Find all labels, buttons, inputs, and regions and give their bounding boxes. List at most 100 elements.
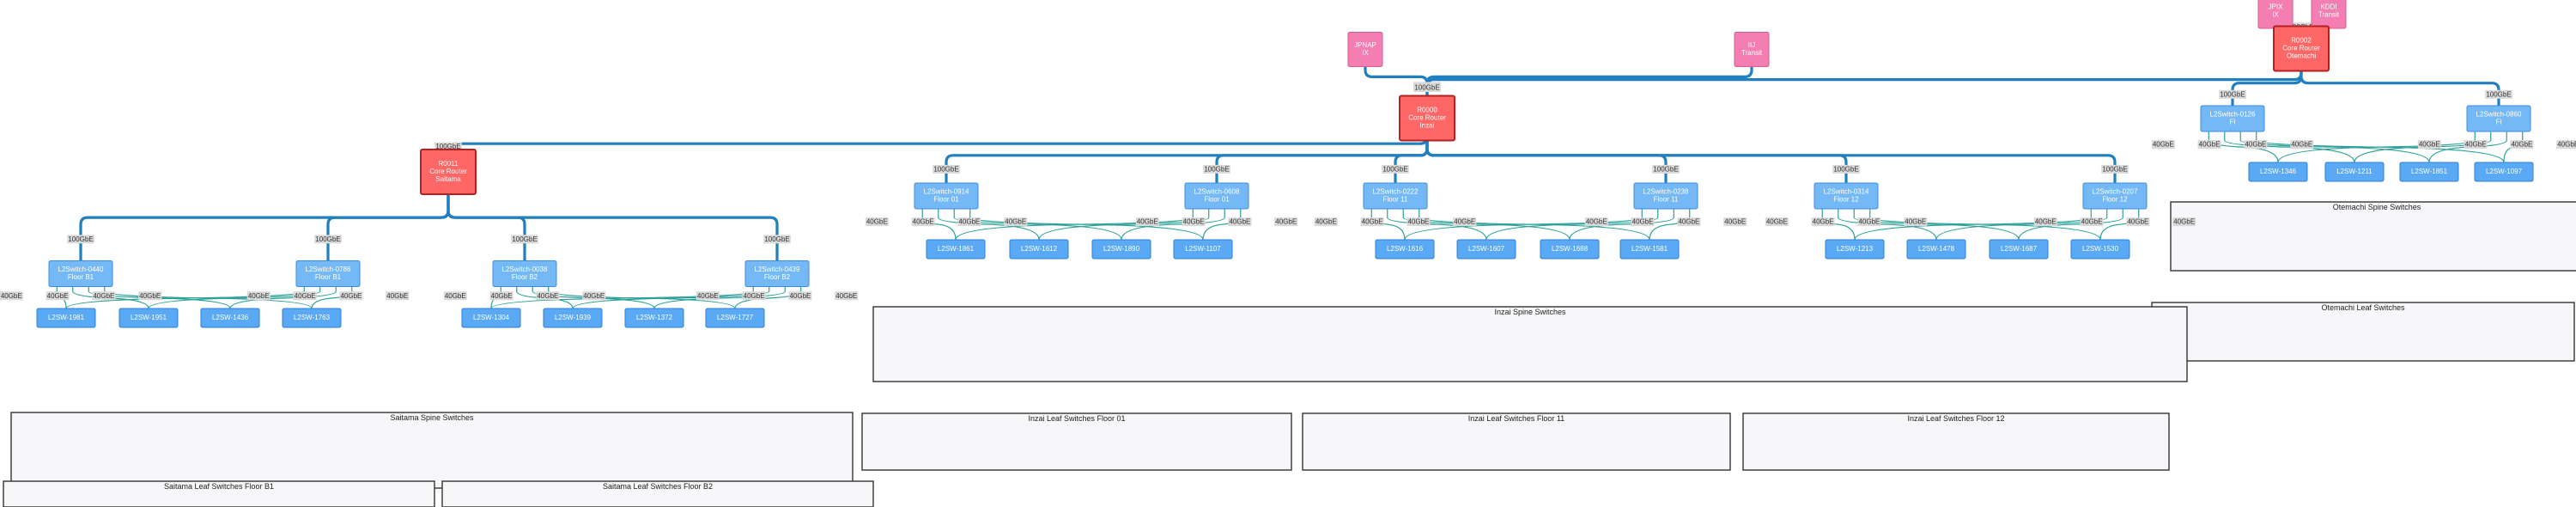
link-speed-label: 40GbE [1005, 218, 1026, 226]
link-r0000-in_s3 [1394, 140, 1429, 183]
node-label: Inzai [1420, 122, 1435, 130]
node-sa-l6[interactable]: L2SW-1939 [543, 308, 603, 328]
link-speed-label: 100GbE [315, 235, 340, 243]
node-label: L2SW-1688 [1552, 245, 1589, 253]
link-label-sa_s2-sa_l1: 40GbE [246, 291, 270, 301]
node-label: L2Switch-0786 [306, 266, 351, 273]
link-in_s4-in_l7 [1569, 209, 1674, 241]
node-label: Fl [2230, 119, 2236, 126]
link-r0000-in_s6 [1425, 140, 2117, 183]
group-inzai-spine: Inzai Spine Switches [872, 306, 2188, 382]
link-speed-label: 40GbE [2419, 141, 2440, 149]
node-in-l9[interactable]: L2SW-1213 [1825, 239, 1885, 260]
node-in-l12[interactable]: L2SW-1530 [2070, 239, 2130, 260]
link-label-sa_s3-sa_l8: 40GbE [582, 291, 606, 301]
node-label: Floor 11 [1383, 196, 1408, 204]
link-speed-label: 100GbE [2102, 166, 2127, 174]
link-speed-label: 40GbE [1766, 218, 1788, 226]
node-in-l6[interactable]: L2SW-1607 [1456, 239, 1516, 260]
node-sa-l8[interactable]: L2SW-1727 [705, 308, 765, 328]
group-inzai-leaf-12: Inzai Leaf Switches Floor 12 [1742, 412, 2170, 471]
node-sa-l1[interactable]: L2SW-1981 [36, 308, 96, 328]
node-in-l2[interactable]: L2SW-1612 [1009, 239, 1069, 260]
link-label-in_s2-in_l2: 40GbE [1182, 217, 1206, 227]
link-label-in_s5-in_l11: 40GbE [1857, 217, 1881, 227]
link-speed-label: 40GbE [2511, 141, 2532, 149]
link-speed-label: 40GbE [47, 292, 69, 300]
link-label-sa_s3-sa_l7: 40GbE [536, 291, 560, 301]
node-sa-l7[interactable]: L2SW-1372 [624, 308, 684, 328]
link-label-oi_s1-oi_l2: 40GbE [2197, 140, 2221, 150]
node-label: Floor B2 [512, 273, 538, 281]
node-in-l4[interactable]: L2SW-1107 [1173, 239, 1233, 260]
node-in-l5[interactable]: L2SW-1616 [1375, 239, 1435, 260]
node-label: L2Switch-0608 [1194, 188, 1240, 196]
node-in-l8[interactable]: L2SW-1581 [1619, 239, 1680, 260]
link-iij-r0000 [1425, 66, 1753, 96]
link-speed-label: 40GbE [386, 292, 408, 300]
node-in-l7[interactable]: L2SW-1688 [1540, 239, 1600, 260]
link-label-in_s4-in_l5: 40GbE [1584, 217, 1608, 227]
link-label-sa_s4-sa_l6: 40GbE [742, 291, 766, 301]
node-label: Core Router [429, 168, 467, 175]
node-sa-l4[interactable]: L2SW-1763 [282, 308, 342, 328]
node-oi-l3[interactable]: L2SW-1851 [2399, 162, 2459, 182]
link-speed-label: 40GbE [1137, 218, 1158, 226]
node-sa-l3[interactable]: L2SW-1436 [200, 308, 260, 328]
node-in-l3[interactable]: L2SW-1890 [1091, 239, 1151, 260]
node-label: Core Router [2282, 45, 2320, 52]
link-label-oi_s2-oi_l2: 40GbE [2464, 140, 2488, 150]
node-label: Saitama [435, 175, 461, 183]
node-label: L2SW-1616 [1387, 245, 1424, 253]
node-label: L2SW-1612 [1021, 245, 1058, 253]
node-in-l10[interactable]: L2SW-1478 [1906, 239, 1966, 260]
link-speed-label: 40GbE [1632, 218, 1654, 226]
node-oi-l2[interactable]: L2SW-1211 [2324, 162, 2385, 182]
node-sa-l2[interactable]: L2SW-1951 [118, 308, 179, 328]
node-in-l1[interactable]: L2SW-1861 [926, 239, 986, 260]
node-oi-l4[interactable]: L2SW-1097 [2474, 162, 2534, 182]
link-label-in_s1-in_l3: 40GbE [957, 217, 981, 227]
link-r0011-sa_s3 [447, 194, 526, 261]
link-r0000-r0011 [447, 137, 1429, 151]
link-speed-label: 40GbE [2557, 141, 2576, 149]
node-label: R0000 [1417, 107, 1437, 114]
group-title: Otemachi Spine Switches [2333, 203, 2421, 211]
link-label-in_s2-in_l4: 40GbE [1274, 217, 1298, 227]
node-label: L2SW-1213 [1837, 245, 1874, 253]
group-saitama-spine: Saitama Spine Switches [10, 412, 854, 489]
link-label-oi_s2-oi_l1: 40GbE [2417, 140, 2441, 150]
group-otemachi-spine: Otemachi Spine Switches [2170, 201, 2576, 272]
node-oi-l1[interactable]: L2SW-1346 [2248, 162, 2308, 182]
link-speed-label: 40GbE [295, 292, 316, 300]
link-label-sa_s1-sa_l1: 40GbE [0, 291, 23, 301]
link-speed-label: 40GbE [445, 292, 466, 300]
node-label: L2SW-1890 [1103, 245, 1140, 253]
link-speed-label: 100GbE [435, 143, 460, 150]
link-label-sa_s1-sa_l2: 40GbE [46, 291, 70, 301]
link-speed-label: 100GbE [1382, 166, 1407, 174]
node-label: JPIX [2269, 3, 2284, 11]
node-sa-l5[interactable]: L2SW-1304 [461, 308, 521, 328]
node-in-l11[interactable]: L2SW-1687 [1989, 239, 2049, 260]
link-speed-label: 40GbE [1362, 218, 1383, 226]
